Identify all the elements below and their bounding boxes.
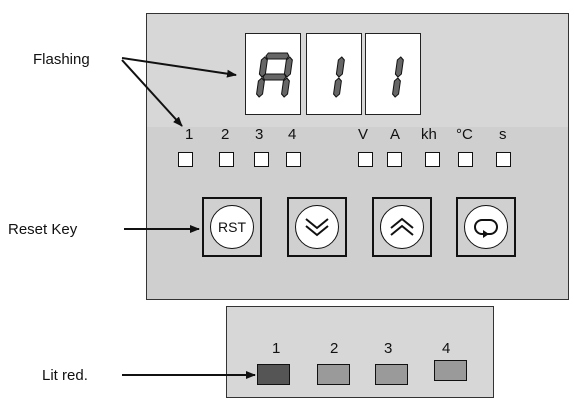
flashing-arrow-display [122,58,236,75]
flashing-arrow-led [122,60,182,126]
